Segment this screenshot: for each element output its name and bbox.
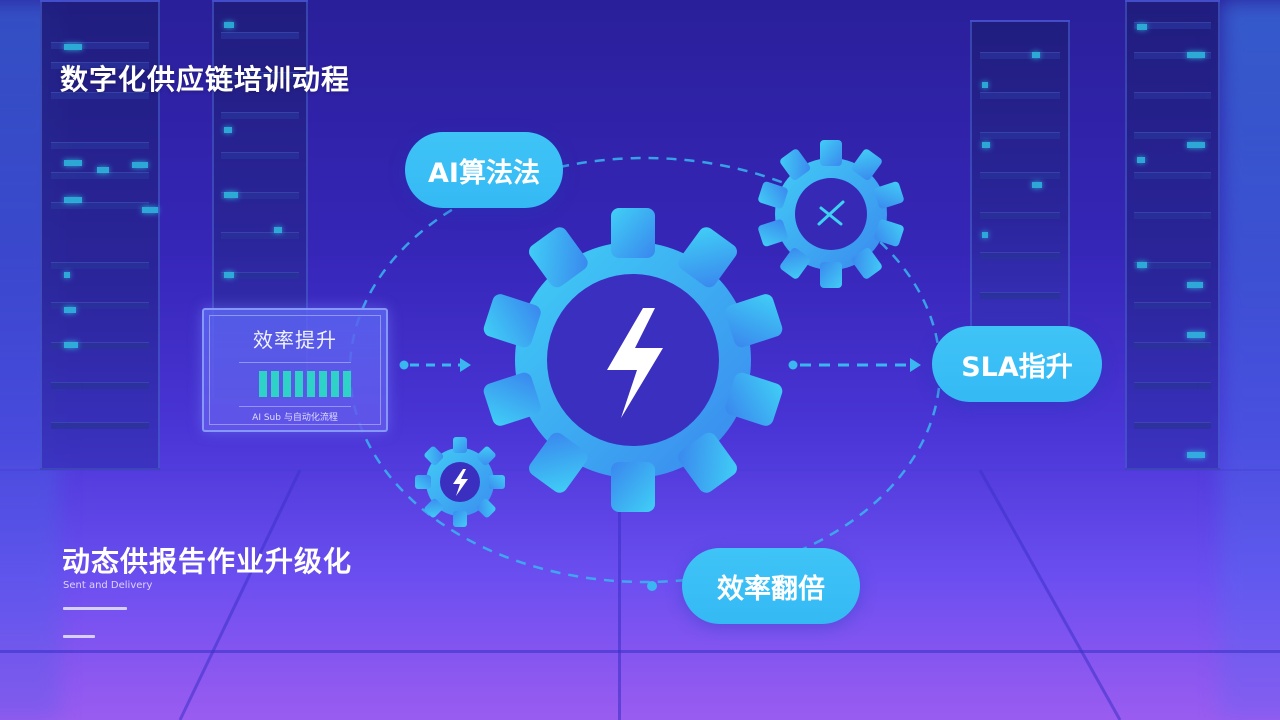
- lightning-bolt-icon: [607, 308, 663, 418]
- progress-bar-segment: [295, 371, 303, 397]
- card-inner-border: [209, 315, 381, 425]
- lightning-bolt-icon: [453, 469, 468, 496]
- progress-bar-segment: [319, 371, 327, 397]
- card-divider: [239, 362, 351, 363]
- section-subtitle-english: Sent and Delivery: [63, 580, 153, 591]
- efficiency-info-card: 效率提升 AI Sub 与自动化流程: [202, 308, 388, 432]
- tools-gear-icon: [755, 138, 907, 290]
- decorative-line: [63, 635, 95, 638]
- ai-algorithm-pill: AI算法法: [405, 132, 563, 208]
- progress-bars: [259, 371, 351, 397]
- small-gear-icon: [414, 436, 506, 528]
- main-gear-icon: [478, 205, 788, 515]
- decorative-line: [63, 607, 127, 610]
- card-title: 效率提升: [253, 328, 337, 352]
- efficiency-double-pill: 效率翻倍: [682, 548, 860, 624]
- progress-bar-segment: [331, 371, 339, 397]
- progress-bar-segment: [283, 371, 291, 397]
- progress-bar-segment: [259, 371, 267, 397]
- card-caption: AI Sub 与自动化流程: [252, 413, 338, 423]
- page-title: 数字化供应链培训动程: [60, 63, 351, 96]
- progress-bar-segment: [307, 371, 315, 397]
- card-divider: [239, 406, 351, 407]
- cross-tools-icon: [817, 200, 845, 226]
- progress-bar-segment: [271, 371, 279, 397]
- sla-boost-pill: SLA指升: [932, 326, 1102, 402]
- progress-bar-segment: [343, 371, 351, 397]
- section-subtitle: 动态供报告作业升级化: [62, 545, 353, 578]
